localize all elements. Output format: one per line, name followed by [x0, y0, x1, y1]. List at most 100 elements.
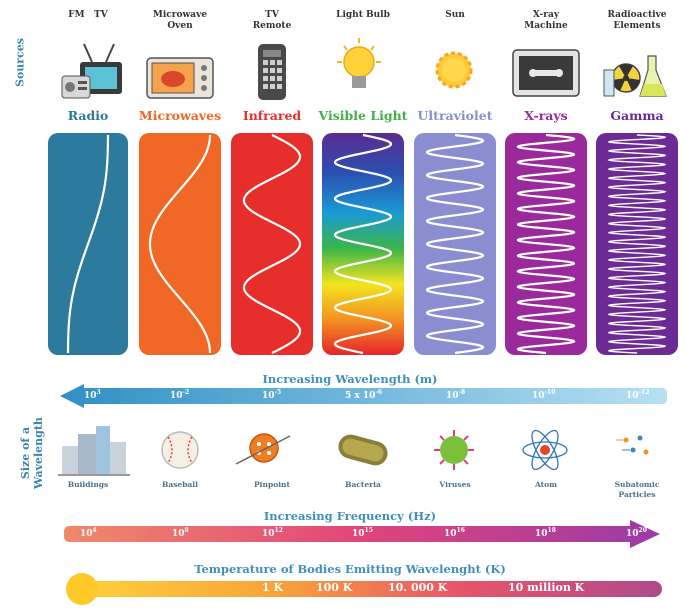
wavelength-tick-3-exponent: -6 — [375, 389, 383, 396]
frequency-tick-4: 1016 — [444, 527, 465, 539]
object-label-buildings: Buildings — [67, 480, 109, 489]
wavelength-tick-1-exponent: -2 — [182, 389, 190, 396]
object-label-atom: Atom — [534, 480, 558, 489]
wave-radio — [66, 135, 110, 353]
wavelength-tick-6-exponent: -12 — [638, 389, 650, 396]
wave-infrared — [242, 134, 302, 354]
band-name-x-rays: X-rays — [524, 108, 568, 123]
virus-icon — [434, 430, 474, 470]
baseball-icon — [161, 431, 199, 469]
frequency-tick-6-base: 10 — [626, 529, 639, 539]
object-label-pinpoint: Pinpoint — [254, 480, 290, 489]
temperature-tick-0: 1 K — [262, 581, 284, 594]
wavelength-tick-6-base: 10 — [626, 391, 639, 401]
frequency-tick-0: 104 — [80, 527, 97, 539]
temperature-title: Temperature of Bodies Emitting Wavelengh… — [194, 562, 506, 576]
wavelength-tick-0-exponent: 3 — [96, 389, 101, 396]
frequency-tick-5-base: 10 — [535, 529, 548, 539]
source-label-1: Microwave Oven — [152, 10, 208, 31]
band-name-microwaves: Microwaves — [138, 108, 222, 123]
frequency-arrow — [64, 520, 660, 548]
sun-icon — [435, 51, 473, 89]
frequency-tick-1-base: 10 — [172, 529, 185, 539]
band-name-visible-light: Visible Light — [318, 108, 408, 123]
object-label-viruses: Viruses — [439, 480, 471, 489]
wave-microwaves — [148, 135, 212, 353]
spectrum-bars — [48, 133, 678, 355]
frequency-tick-5-exponent: 18 — [547, 527, 556, 534]
wavelength-tick-4: 10-8 — [446, 389, 465, 401]
frequency-tick-1-exponent: 8 — [184, 527, 189, 534]
microwave-oven-icon — [146, 57, 214, 99]
xray-machine-icon — [512, 49, 580, 97]
source-icons-layer — [61, 38, 667, 100]
wavelength-tick-5-exponent: -10 — [544, 389, 556, 396]
microwaves-bar — [139, 133, 221, 355]
frequency-tick-0-exponent: 4 — [92, 527, 97, 534]
object-label-subatomic-particles: Subatomic Particles — [614, 480, 660, 499]
object-label-baseball: Baseball — [162, 480, 198, 489]
frequency-tick-3: 1015 — [352, 527, 373, 539]
wave-x-rays — [516, 133, 576, 355]
wavelength-tick-6: 10-12 — [626, 389, 649, 401]
wavelength-tick-5-base: 10 — [532, 391, 545, 401]
wave-visible-light — [333, 133, 393, 355]
frequency-tick-2: 1012 — [262, 527, 283, 539]
wavelength-tick-0: 103 — [84, 389, 101, 401]
frequency-tick-4-exponent: 16 — [456, 527, 465, 534]
band-name-ultraviolet: Ultraviolet — [417, 108, 493, 123]
frequency-tick-4-base: 10 — [444, 529, 457, 539]
wavelength-tick-4-exponent: -8 — [458, 389, 466, 396]
source-label-0: FM TV — [68, 10, 108, 20]
wave-gamma — [607, 134, 667, 354]
wavelength-tick-5: 10-10 — [532, 389, 555, 401]
tv-remote-icon — [258, 44, 286, 100]
frequency-tick-2-base: 10 — [262, 529, 275, 539]
frequency-tick-1: 108 — [172, 527, 189, 539]
frequency-tick-2-exponent: 12 — [274, 527, 283, 534]
wavelength-tick-3-base: 5 x 10 — [345, 391, 376, 401]
frequency-tick-6-exponent: 20 — [638, 527, 647, 534]
frequency-tick-6: 1020 — [626, 527, 647, 539]
frequency-title: Increasing Frequency (Hz) — [263, 509, 437, 523]
wavelength-tick-1: 10-2 — [170, 389, 189, 401]
wavelength-tick-3: 5 x 10-6 — [345, 389, 382, 401]
wavelength-tick-1-base: 10 — [170, 391, 183, 401]
wavelength-title: Increasing Wavelength (m) — [262, 372, 438, 386]
temperature-tick-3: 10 million K — [508, 581, 585, 594]
frequency-tick-3-exponent: 15 — [364, 527, 373, 534]
source-label-6: Radioactive Elements — [607, 10, 667, 31]
needle-button-icon — [235, 433, 291, 465]
wavelength-arrow — [60, 384, 667, 408]
light-bulb-icon — [337, 38, 381, 88]
band-name-gamma: Gamma — [610, 108, 664, 123]
radioactive-flasks-icon — [603, 55, 667, 97]
source-label-3: Light Bulb — [336, 10, 390, 20]
band-name-infrared: Infrared — [242, 108, 302, 123]
wavelength-tick-2-exponent: -5 — [274, 389, 282, 396]
wavelength-tick-0-base: 10 — [84, 391, 97, 401]
source-label-2: TV Remote — [252, 10, 292, 31]
temperature-bar — [66, 573, 662, 605]
buildings-icon — [58, 426, 130, 476]
wave-ultraviolet — [425, 133, 485, 355]
temperature-tick-1: 100 K — [316, 581, 353, 594]
subatomic-particles-icon — [616, 435, 649, 455]
wavelength-tick-2: 10-5 — [262, 389, 281, 401]
radio-tv-icon — [61, 43, 122, 99]
frequency-tick-5: 1018 — [535, 527, 556, 539]
object-label-bacteria: Bacteria — [345, 480, 381, 489]
frequency-tick-3-base: 10 — [352, 529, 365, 539]
size-objects-layer — [58, 426, 649, 476]
source-label-4: Sun — [445, 10, 465, 20]
wavelength-tick-2-base: 10 — [262, 391, 275, 401]
source-label-5: X-ray Machine — [524, 10, 568, 31]
temperature-tick-2: 10. 000 K — [388, 581, 448, 594]
frequency-tick-0-base: 10 — [80, 529, 93, 539]
bacteria-icon — [338, 434, 388, 466]
infrared-bar — [231, 133, 313, 355]
band-name-radio: Radio — [67, 108, 109, 123]
wavelength-tick-4-base: 10 — [446, 391, 459, 401]
atom-icon — [522, 429, 568, 471]
